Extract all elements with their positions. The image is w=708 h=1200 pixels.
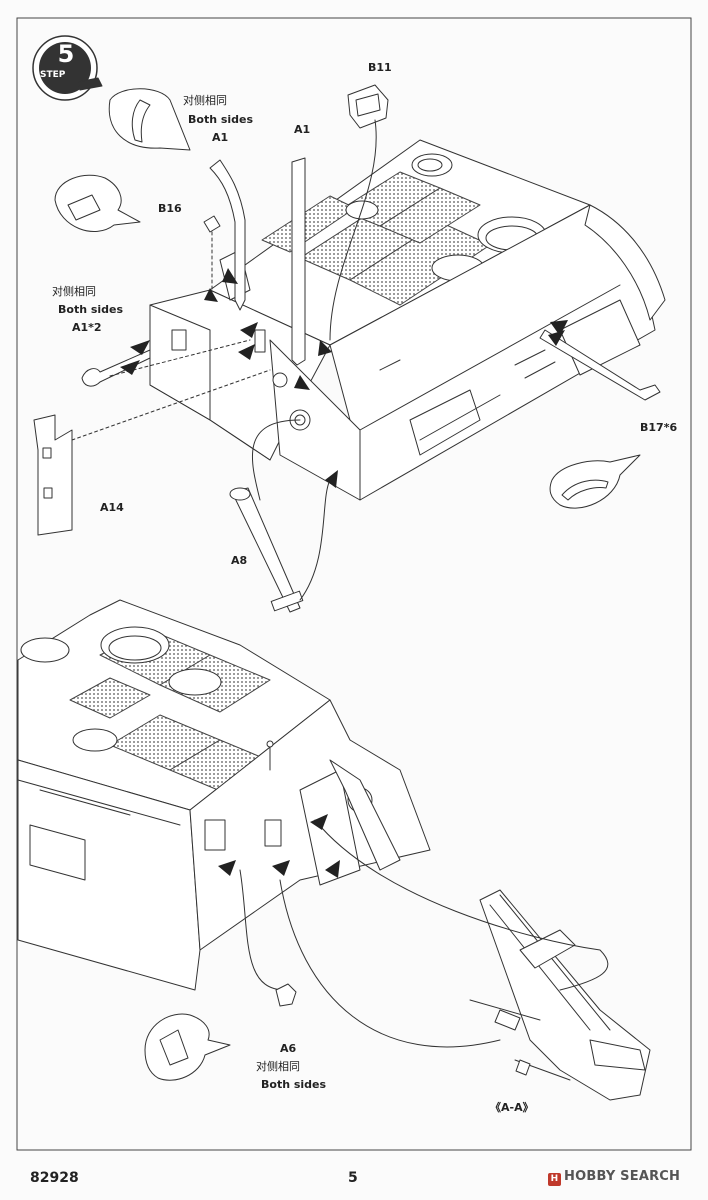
step-word: STEP (40, 70, 66, 80)
part-a8 (229, 419, 331, 613)
assembly-arrows-top (120, 268, 568, 488)
part-b17 (539, 329, 661, 401)
part-a1-left (209, 159, 246, 311)
label-both-sides-en-top: Both sides (188, 113, 254, 126)
label-both-sides-cn-top: 对侧相同 (183, 94, 227, 107)
step-badge (32, 35, 103, 101)
label-part-a1x2: A1*2 (72, 321, 102, 334)
page-number: 5 (348, 1170, 358, 1186)
part-a6 (275, 983, 297, 1007)
part-b16 (203, 215, 221, 301)
label-part-a1-left: A1 (212, 131, 229, 144)
label-part-a6: A6 (280, 1042, 297, 1055)
label-part-a1-right: A1 (294, 123, 311, 136)
upper-hull-drawing (149, 139, 666, 501)
label-both-sides-en-bottom: Both sides (261, 1078, 327, 1091)
callout-a6 (144, 1013, 231, 1081)
label-part-a8: A8 (231, 554, 248, 567)
callout-b17-handle (549, 454, 641, 509)
label-part-b16: B16 (158, 202, 182, 215)
kit-number: 82928 (30, 1170, 79, 1186)
jack-assembly (469, 889, 651, 1101)
part-b11 (329, 84, 389, 341)
label-both-sides-en-left: Both sides (58, 303, 124, 316)
label-both-sides-cn-left: 对侧相同 (52, 285, 96, 298)
step-number: 5 (57, 40, 75, 68)
lower-hull-drawing (17, 599, 431, 991)
label-section-a-a: 《A-A》 (490, 1101, 534, 1114)
hobby-search-logo-icon: H (548, 1173, 561, 1186)
part-a14 (33, 369, 271, 536)
assembly-arrows-bottom (218, 814, 340, 878)
callout-b16-cap (54, 174, 141, 233)
label-part-a14: A14 (100, 501, 124, 514)
part-a1-right (291, 157, 306, 366)
label-part-b11: B11 (368, 61, 392, 74)
label-both-sides-cn-bottom: 对侧相同 (256, 1060, 300, 1073)
watermark-text: HOBBY SEARCH (564, 1169, 681, 1184)
label-part-b17x6: B17*6 (640, 421, 678, 434)
callout-a1-pipe (108, 88, 191, 151)
